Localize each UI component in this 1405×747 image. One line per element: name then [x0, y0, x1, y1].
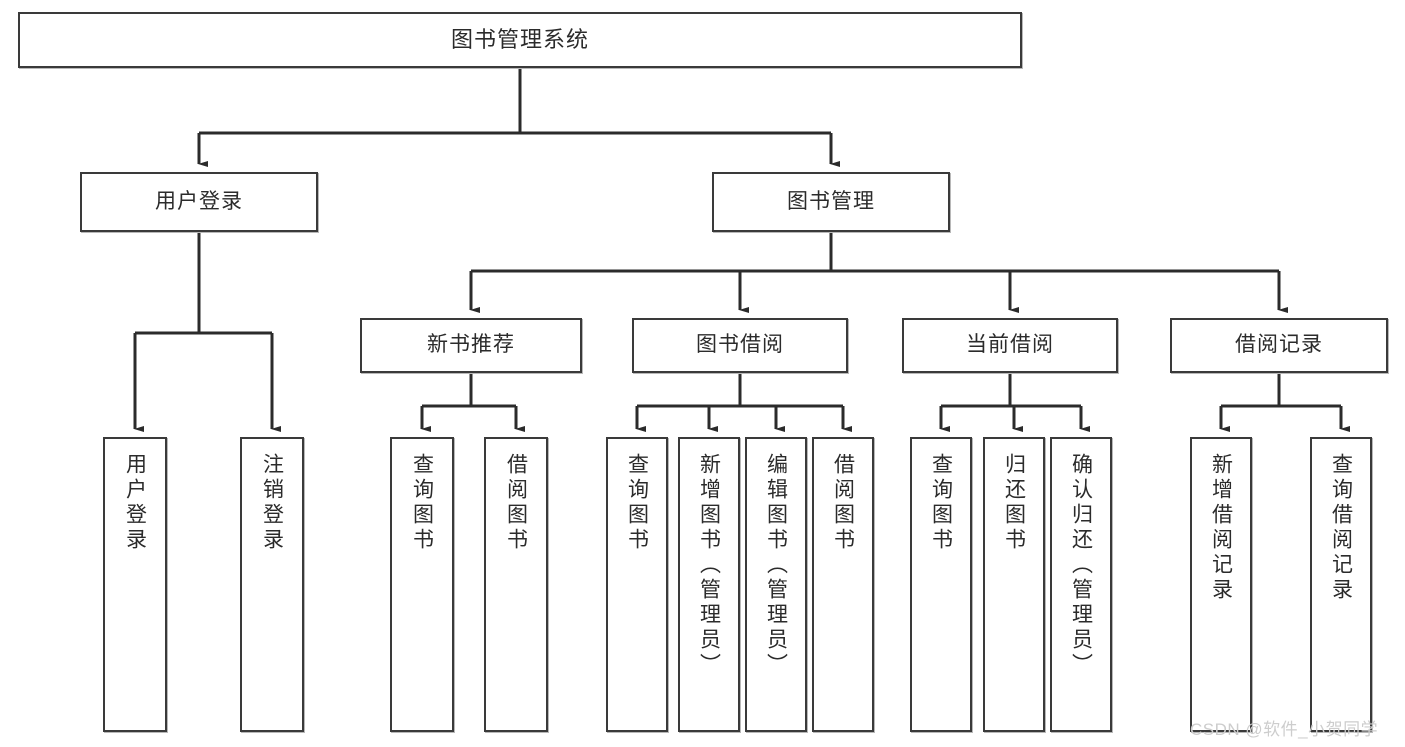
leaf-borrow-book[interactable]: 借阅图书 [812, 437, 874, 732]
leaf-query-book-rec[interactable]: 查询图书 [390, 437, 454, 732]
leaf-query-borrow-record-label: 查询借阅记录 [1329, 453, 1353, 603]
node-new-book-recommend-label: 新书推荐 [427, 333, 515, 357]
leaf-query-book-current-label: 查询图书 [929, 453, 953, 553]
leaf-query-borrow-record[interactable]: 查询借阅记录 [1310, 437, 1372, 732]
leaf-borrow-book-label: 借阅图书 [831, 453, 855, 553]
leaf-user-login-label: 用户登录 [123, 453, 147, 553]
leaf-logout[interactable]: 注销登录 [240, 437, 304, 732]
node-root[interactable]: 图书管理系统 [18, 12, 1022, 68]
leaf-add-book-admin-label: 新增图书（管理员） [697, 453, 721, 678]
node-new-book-recommend[interactable]: 新书推荐 [360, 318, 582, 373]
leaf-add-borrow-record-label: 新增借阅记录 [1209, 453, 1233, 603]
node-user-login-label: 用户登录 [155, 189, 243, 213]
leaf-confirm-return-admin[interactable]: 确认归还（管理员） [1050, 437, 1112, 732]
leaf-query-book-current[interactable]: 查询图书 [910, 437, 972, 732]
leaf-confirm-return-admin-label: 确认归还（管理员） [1069, 453, 1093, 678]
leaf-query-book-borrow-label: 查询图书 [625, 453, 649, 553]
node-book-borrow-label: 图书借阅 [696, 333, 784, 357]
leaf-return-book[interactable]: 归还图书 [983, 437, 1045, 732]
leaf-query-book-borrow[interactable]: 查询图书 [606, 437, 668, 732]
node-book-borrow[interactable]: 图书借阅 [632, 318, 848, 373]
leaf-query-book-rec-label: 查询图书 [410, 453, 434, 553]
node-current-borrow[interactable]: 当前借阅 [902, 318, 1118, 373]
leaf-borrow-book-rec[interactable]: 借阅图书 [484, 437, 548, 732]
leaf-add-book-admin[interactable]: 新增图书（管理员） [678, 437, 740, 732]
leaf-logout-label: 注销登录 [260, 453, 284, 553]
node-borrow-record-label: 借阅记录 [1235, 333, 1323, 357]
node-book-manage[interactable]: 图书管理 [712, 172, 950, 232]
node-root-label: 图书管理系统 [450, 27, 589, 53]
node-book-manage-label: 图书管理 [787, 189, 875, 213]
leaf-user-login[interactable]: 用户登录 [103, 437, 167, 732]
node-user-login[interactable]: 用户登录 [80, 172, 318, 232]
leaf-edit-book-admin[interactable]: 编辑图书（管理员） [745, 437, 807, 732]
leaf-add-borrow-record[interactable]: 新增借阅记录 [1190, 437, 1252, 732]
leaf-borrow-book-rec-label: 借阅图书 [504, 453, 528, 553]
node-current-borrow-label: 当前借阅 [966, 333, 1054, 357]
node-borrow-record[interactable]: 借阅记录 [1170, 318, 1388, 373]
leaf-return-book-label: 归还图书 [1002, 453, 1026, 553]
leaf-edit-book-admin-label: 编辑图书（管理员） [764, 453, 788, 678]
